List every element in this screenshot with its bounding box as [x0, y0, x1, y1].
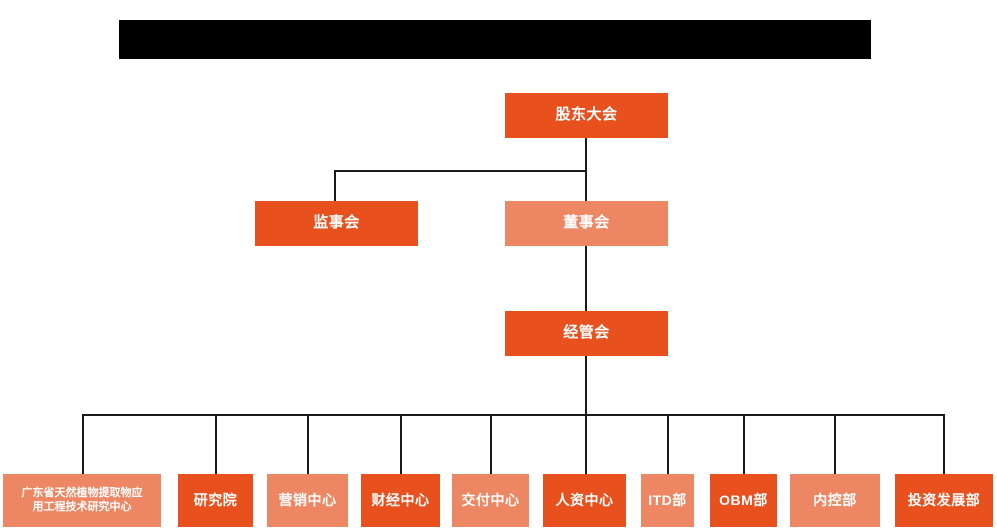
node-internal-control-department[interactable]: 内控部	[790, 474, 880, 527]
connector-drop-hr	[585, 414, 587, 474]
node-itd-department[interactable]: ITD部	[641, 474, 694, 527]
redacted-title-bar	[119, 20, 871, 59]
node-finance-center[interactable]: 财经中心	[361, 474, 440, 527]
node-institute[interactable]: 研究院	[178, 474, 253, 527]
node-investment-development-department-label: 投资发展部	[907, 491, 981, 508]
node-obm-department[interactable]: OBM部	[710, 474, 777, 527]
connector-management-stem	[585, 356, 587, 415]
node-guangdong-research-center[interactable]: 广东省天然植物提取物应 用工程技术研究中心	[3, 474, 161, 527]
connector-drop-investment	[943, 414, 945, 474]
node-itd-department-label: ITD部	[648, 491, 687, 508]
node-delivery-center[interactable]: 交付中心	[452, 474, 529, 527]
node-board-of-directors[interactable]: 董事会	[505, 201, 668, 246]
connector-to-supervisors	[334, 170, 336, 201]
node-marketing-center-label: 营销中心	[278, 491, 337, 508]
connector-drop-internal-control	[834, 414, 836, 474]
node-hr-center-label: 人资中心	[555, 491, 614, 508]
connector-departments-bar	[83, 414, 944, 416]
node-internal-control-department-label: 内控部	[813, 491, 857, 508]
node-board-of-supervisors[interactable]: 监事会	[255, 201, 418, 246]
connector-drop-finance	[400, 414, 402, 474]
node-delivery-center-label: 交付中心	[461, 491, 520, 508]
node-management-committee[interactable]: 经管会	[505, 311, 668, 356]
node-investment-development-department[interactable]: 投资发展部	[895, 474, 993, 527]
connector-drop-obm	[743, 414, 745, 474]
connector-directors-to-management	[585, 246, 587, 311]
node-marketing-center[interactable]: 营销中心	[267, 474, 348, 527]
connector-level2-bar	[335, 170, 587, 172]
connector-drop-delivery	[490, 414, 492, 474]
connector-drop-research-center	[82, 414, 84, 474]
node-management-committee-label: 经管会	[563, 324, 610, 342]
node-shareholders-meeting[interactable]: 股东大会	[505, 93, 668, 138]
connector-to-directors	[585, 170, 587, 201]
node-finance-center-label: 财经中心	[371, 491, 430, 508]
connector-drop-institute	[215, 414, 217, 474]
connector-drop-itd	[667, 414, 669, 474]
connector-drop-marketing	[307, 414, 309, 474]
node-institute-label: 研究院	[193, 491, 238, 508]
node-board-of-directors-label: 董事会	[563, 214, 610, 232]
node-board-of-supervisors-label: 监事会	[313, 214, 360, 232]
connector-shareholders-stem	[585, 138, 587, 171]
node-shareholders-meeting-label: 股东大会	[555, 106, 618, 124]
node-guangdong-research-center-label: 广东省天然植物提取物应 用工程技术研究中心	[21, 486, 143, 513]
node-obm-department-label: OBM部	[719, 491, 768, 508]
node-hr-center[interactable]: 人资中心	[543, 474, 626, 527]
